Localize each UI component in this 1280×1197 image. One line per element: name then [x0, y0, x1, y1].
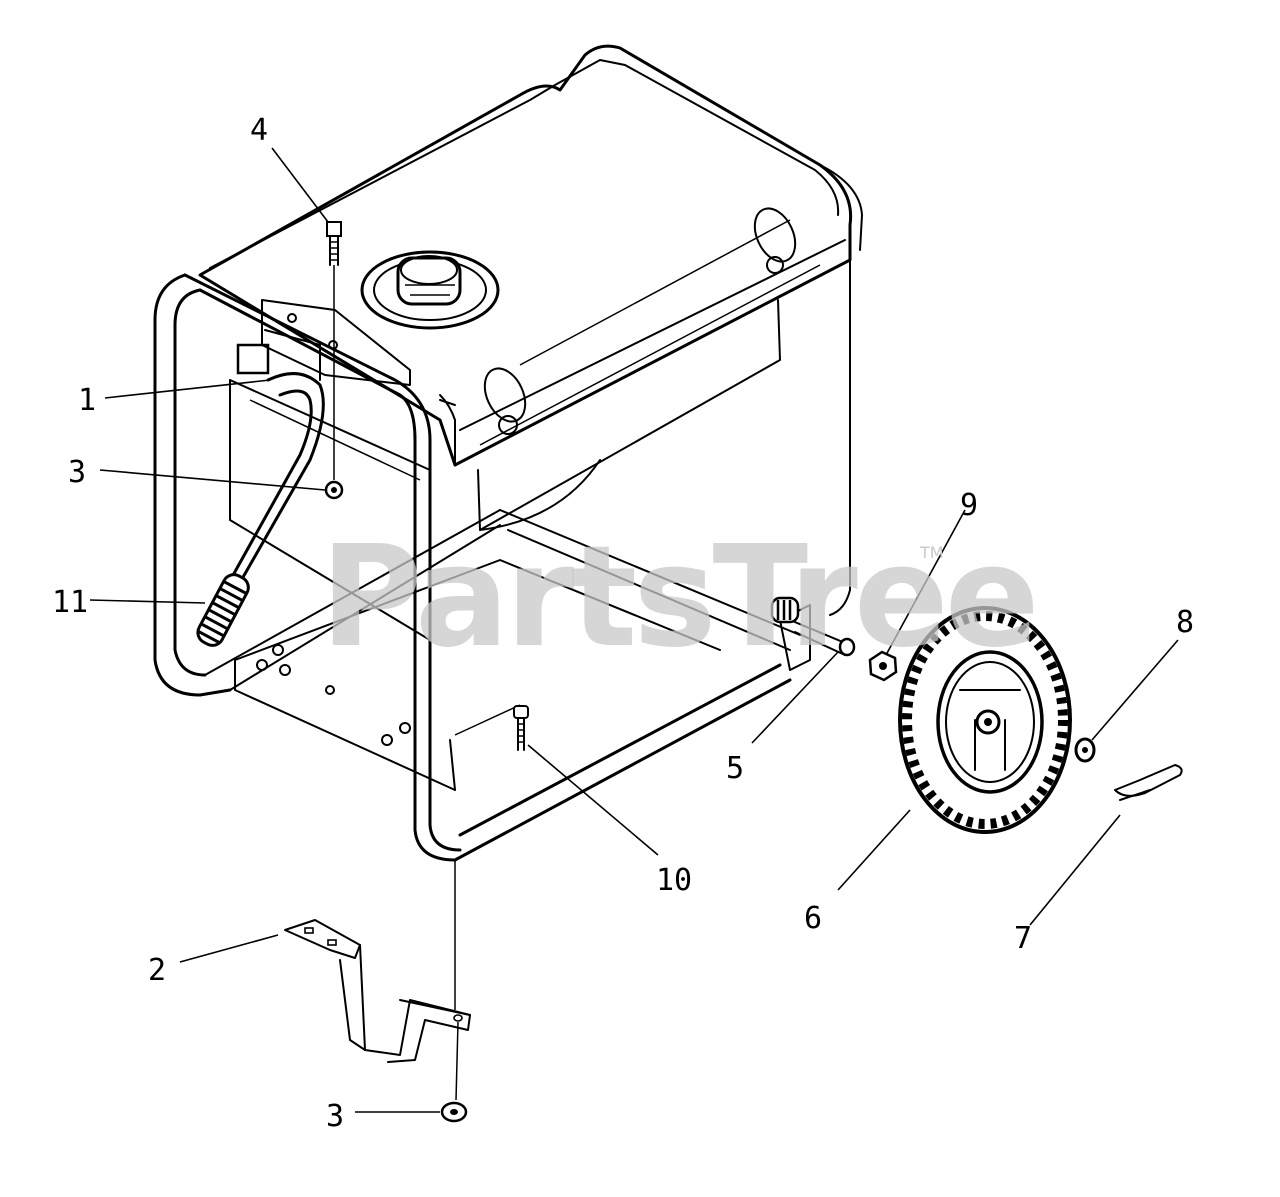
fuel-tank — [198, 44, 863, 531]
axle-spring — [770, 596, 800, 624]
callout-8: 8 — [1176, 605, 1194, 640]
leader-lines — [89, 147, 1179, 1113]
nut-3-upper — [324, 480, 344, 500]
callout-1: 1 — [78, 383, 96, 418]
fuel-cap — [360, 250, 500, 330]
bolt-10 — [513, 705, 529, 751]
callout-3-lower: 3 — [326, 1099, 344, 1134]
callout-11: 11 — [52, 585, 88, 620]
foot-bracket — [284, 860, 471, 1101]
axle — [770, 596, 856, 657]
callout-6: 6 — [804, 901, 822, 936]
bolt-4 — [326, 221, 342, 480]
watermark-trademark: TM — [919, 543, 944, 562]
watermark: PartsTree TM — [320, 516, 1040, 679]
handle-grip — [196, 573, 250, 647]
hitch-pin-7 — [1114, 764, 1183, 801]
watermark-brand: PartsTree — [320, 516, 1036, 679]
wheel — [898, 606, 1072, 834]
callout-10: 10 — [656, 863, 692, 898]
callout-5: 5 — [726, 751, 744, 786]
hex-nut-9 — [868, 650, 898, 682]
base-holes — [256, 644, 411, 746]
callout-numbers: 1 2 3 3 4 5 6 7 8 9 10 11 — [52, 113, 1194, 1134]
callout-3-upper: 3 — [68, 455, 86, 490]
callout-9: 9 — [960, 488, 978, 523]
nut-3-lower — [440, 1101, 468, 1123]
callout-7: 7 — [1014, 921, 1032, 956]
callout-2: 2 — [148, 953, 166, 988]
handle — [220, 299, 411, 602]
callout-4: 4 — [250, 113, 268, 148]
tubular-frame — [153, 273, 851, 862]
washer-8 — [1074, 737, 1096, 763]
